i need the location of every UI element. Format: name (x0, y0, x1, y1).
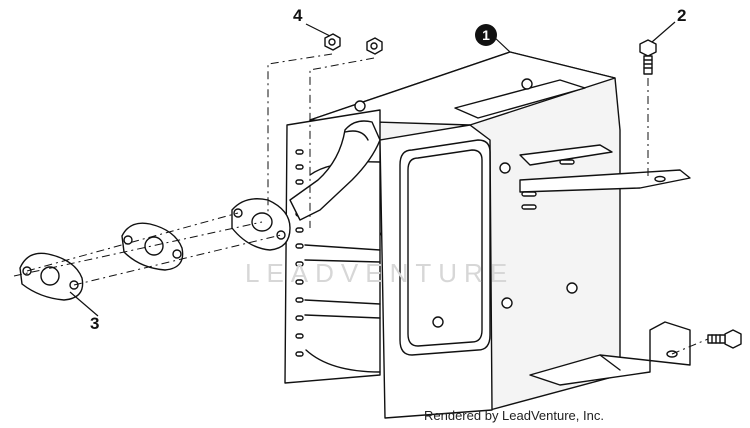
guide-line-nut-right (309, 57, 375, 228)
guide-line-gasket-axis (13, 221, 263, 277)
guide-line-nut-left (267, 53, 333, 212)
render-credit: Rendered by LeadVenture, Inc. (424, 408, 604, 423)
bolt-top (639, 39, 657, 75)
nut-left (324, 33, 341, 51)
exhaust-flange (231, 198, 291, 251)
leader-line-nut (305, 23, 331, 37)
callout-muffler: 1 (475, 24, 497, 46)
nut-right (366, 37, 383, 55)
callout-bolt: 2 (677, 6, 687, 25)
callout-nut: 4 (293, 6, 303, 25)
bolt-side (707, 329, 742, 349)
guide-line-gasket-bolt-lower (26, 212, 239, 272)
muffler-assembly (284, 51, 691, 419)
leader-line-bolt (651, 21, 676, 43)
gasket-front (19, 252, 84, 301)
gasket-middle (121, 222, 184, 271)
leader-line-gasket (69, 291, 99, 317)
guide-line-bolt-side (671, 338, 709, 355)
watermark: LEADVENTURE (245, 258, 515, 288)
callout-gasket: 3 (90, 314, 100, 333)
